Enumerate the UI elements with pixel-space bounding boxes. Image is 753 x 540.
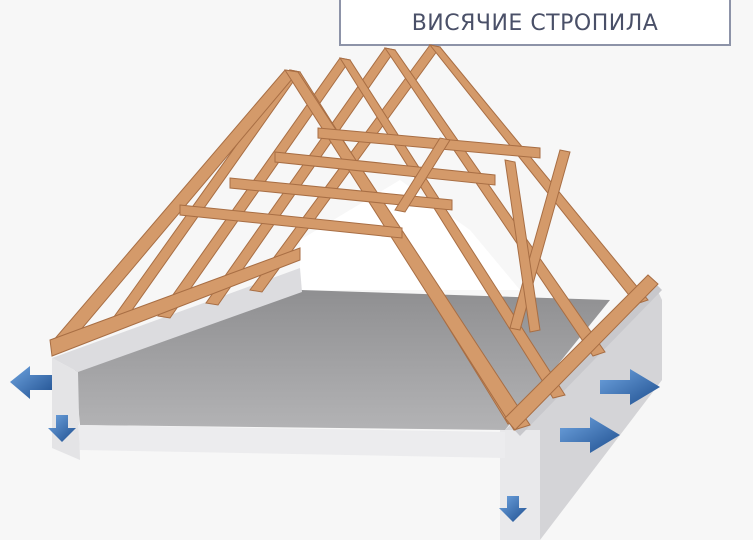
diagram-title: ВИСЯЧИЕ СТРОПИЛА [411,10,659,36]
right-wall-front [500,430,540,540]
load-arrows [10,366,660,522]
arrow-right-icon [560,417,620,453]
arrow-down-icon [499,496,527,522]
arrow-right-icon [600,369,660,405]
back-gable-wall [300,180,520,290]
wall-plate-left [49,247,301,357]
front-slab-edge [78,425,505,458]
rafter-system [49,44,659,431]
right-wall [505,285,662,540]
left-wall [52,268,302,372]
arrow-down-icon [48,415,76,442]
title-box: ВИСЯЧИЕ СТРОПИЛА [339,0,731,46]
brace-3 [394,137,451,213]
tie-beam-4 [317,127,541,159]
tie-beam-2 [229,177,453,211]
tie-beam-1 [179,204,403,239]
brace-2 [504,159,541,333]
wall-plate-right [504,274,659,431]
left-wall-front [52,358,80,460]
rafter-right-4 [428,44,649,305]
arrow-left-icon [10,366,52,399]
